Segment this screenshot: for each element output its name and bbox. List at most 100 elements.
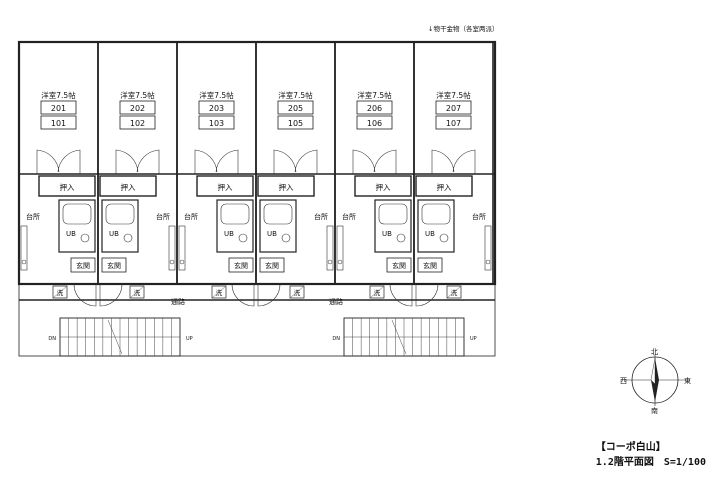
- room-label: 洋室7.5帖: [199, 90, 234, 100]
- unit-bath: [216, 199, 254, 253]
- entry-door-swing: [415, 283, 439, 307]
- compass-north: 北: [651, 348, 658, 356]
- unit-wall: [413, 41, 494, 285]
- stove-icon: [21, 259, 27, 265]
- unit-number-box: [119, 100, 156, 115]
- closet: [38, 175, 96, 197]
- closet: [354, 175, 412, 197]
- door-swing: [373, 149, 397, 174]
- kitchen-counter: [20, 225, 28, 271]
- door-swing: [352, 149, 376, 174]
- staircase: DN UP: [48, 317, 193, 357]
- closet: [99, 175, 157, 197]
- entry-door-swing: [73, 283, 97, 307]
- stove-icon: [337, 259, 343, 265]
- entrance-label: 玄関: [107, 261, 121, 270]
- stair-break-icon: [107, 319, 123, 355]
- corridor-label: 通路: [171, 297, 185, 306]
- bathtub-icon: [378, 203, 408, 225]
- stair-down-label: DN: [332, 336, 340, 342]
- entrance: [417, 257, 443, 273]
- stove-icon: [179, 259, 185, 265]
- door-swing: [431, 149, 455, 174]
- unit-number-box: [356, 115, 393, 130]
- kitchen-label: 台所: [26, 212, 40, 221]
- closet-label: 押入: [279, 182, 294, 192]
- stair-break-icon: [391, 319, 407, 355]
- unit-bath: [58, 199, 96, 253]
- entry-door-swing: [257, 283, 281, 307]
- bathtub-icon: [62, 203, 92, 225]
- unit-bath: [259, 199, 297, 253]
- stair-up-label: UP: [186, 336, 193, 342]
- bath-label: UB: [224, 230, 234, 238]
- entry-door-swing: [99, 283, 123, 307]
- entrance-label: 玄関: [234, 261, 248, 270]
- corridor-area: 洗洗洗洗洗洗通路通路: [52, 285, 462, 306]
- room-label: 洋室7.5帖: [120, 90, 155, 100]
- sink-icon: [80, 233, 90, 243]
- sink-icon: [439, 233, 449, 243]
- bathtub-icon: [105, 203, 135, 225]
- sink-icon: [123, 233, 133, 243]
- door-swing: [215, 149, 239, 174]
- kitchen-counter: [484, 225, 492, 271]
- kitchen-counter: [326, 225, 334, 271]
- lower-unit-number: 105: [288, 119, 303, 128]
- compass-south: 南: [651, 406, 658, 415]
- bathtub-icon: [421, 203, 451, 225]
- washer-label: 洗: [374, 288, 381, 297]
- lower-unit-number: 107: [446, 119, 461, 128]
- entrance: [101, 257, 127, 273]
- washer-label: 洗: [451, 288, 458, 297]
- door-swing: [452, 149, 476, 174]
- unit-number-box: [119, 115, 156, 130]
- closet-label: 押入: [218, 182, 233, 192]
- entrance: [386, 257, 412, 273]
- stove-icon: [327, 259, 333, 265]
- unit-bath: [417, 199, 455, 253]
- room-label: 洋室7.5帖: [278, 90, 313, 100]
- washer-space: [289, 285, 305, 299]
- unit-bath: [101, 199, 139, 253]
- room-label: 洋室7.5帖: [41, 90, 76, 100]
- stair-down-label: DN: [48, 336, 56, 342]
- header-note: ↓物干金物（各室两派）: [428, 24, 498, 33]
- unit-number-box: [435, 115, 472, 130]
- kitchen-label: 台所: [184, 212, 198, 221]
- bath-label: UB: [267, 230, 277, 238]
- washer-label: 洗: [294, 288, 301, 297]
- door-swing: [136, 149, 160, 174]
- kitchen-label: 台所: [342, 212, 356, 221]
- upper-unit-number: 202: [130, 104, 145, 113]
- washer-space: [129, 285, 145, 299]
- washer-space: [211, 285, 227, 299]
- washer-label: 洗: [216, 288, 223, 297]
- closet: [257, 175, 315, 197]
- kitchen-label: 台所: [472, 212, 486, 221]
- compass: 北 南 西 東: [620, 348, 691, 415]
- unit-number-box: [277, 100, 314, 115]
- bath-label: UB: [66, 230, 76, 238]
- unit-number-box: [356, 100, 393, 115]
- unit-number-box: [198, 100, 235, 115]
- door-swing: [273, 149, 297, 174]
- upper-unit-number: 206: [367, 104, 382, 113]
- closet: [415, 175, 473, 197]
- door-swing: [115, 149, 139, 174]
- unit-number-box: [40, 115, 77, 130]
- door-swing: [57, 149, 81, 174]
- entry-door-swing: [231, 283, 255, 307]
- building-outline: [17, 40, 497, 357]
- washer-label: 洗: [57, 288, 64, 297]
- compass-east: 東: [684, 376, 691, 385]
- bath-label: UB: [425, 230, 435, 238]
- washer-label: 洗: [134, 288, 141, 297]
- washer-space: [52, 285, 68, 299]
